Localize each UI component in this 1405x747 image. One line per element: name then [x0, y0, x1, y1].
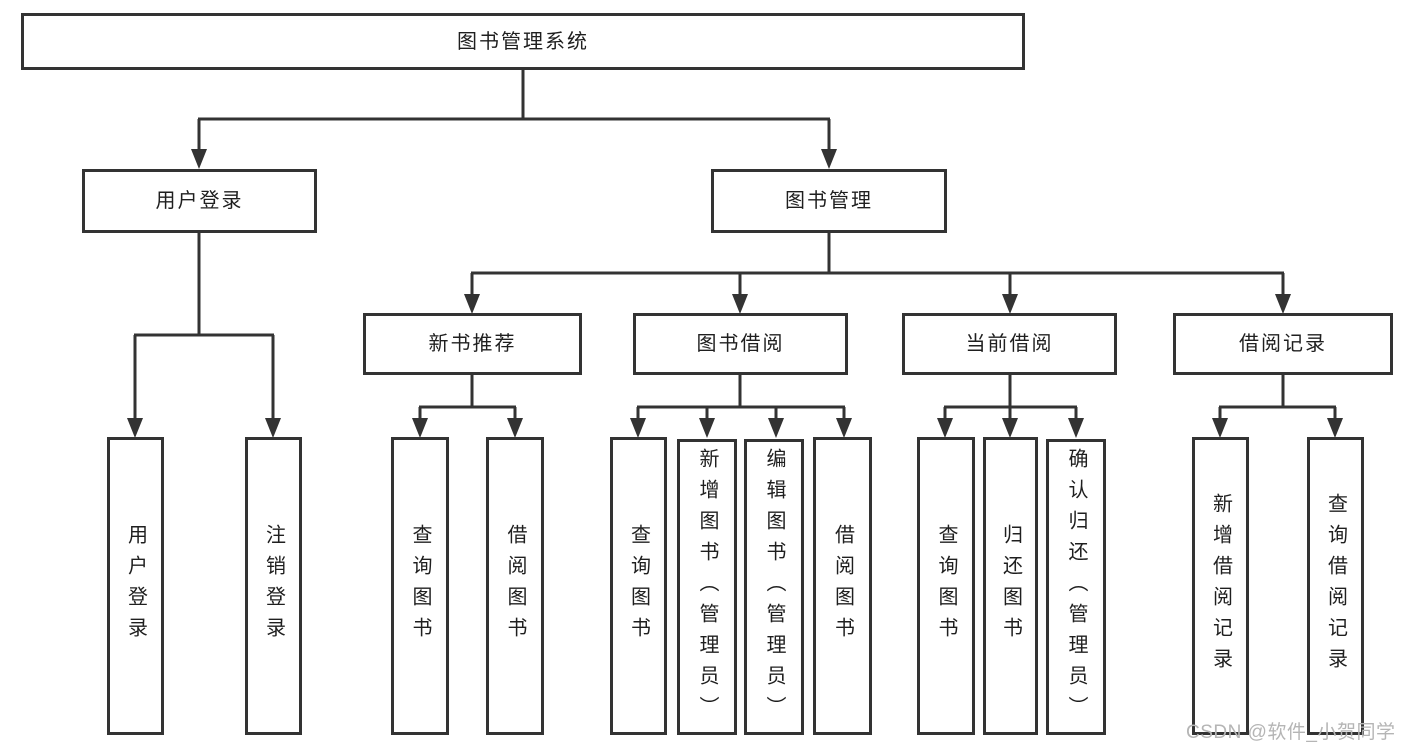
leaf-add-book-admin: 新增图书（管理员）: [677, 439, 737, 735]
leaf-logout-label: 注销登录: [262, 524, 285, 648]
node-book-borrow-label: 图书借阅: [696, 333, 785, 355]
node-root: 图书管理系统: [21, 13, 1025, 70]
node-book-borrow: 图书借阅: [633, 313, 848, 375]
node-borrow-record: 借阅记录: [1173, 313, 1393, 375]
leaf-confirm-return-admin: 确认归还（管理员）: [1046, 439, 1106, 735]
watermark: CSDN @软件_小贺同学: [1186, 722, 1396, 743]
leaf-borrow-books: 借阅图书: [813, 437, 872, 735]
node-root-label: 图书管理系统: [457, 30, 589, 53]
leaf-edit-book-admin: 编辑图书（管理员）: [744, 439, 804, 735]
leaf-borrow-books-label: 借阅图书: [831, 524, 854, 648]
leaf-query-borrow-record: 查询借阅记录: [1307, 437, 1364, 735]
leaf-user-login-label: 用户登录: [124, 524, 147, 648]
leaf-query-borrow-record-label: 查询借阅记录: [1324, 493, 1347, 679]
node-current-borrow: 当前借阅: [902, 313, 1117, 375]
leaf-add-borrow-record: 新增借阅记录: [1192, 437, 1249, 735]
leaf-query-books-borrow: 查询图书: [610, 437, 667, 735]
node-user-login: 用户登录: [82, 169, 317, 233]
leaf-query-books-recommend-label: 查询图书: [409, 524, 431, 648]
node-current-borrow-label: 当前借阅: [965, 333, 1054, 355]
leaf-query-books-current: 查询图书: [917, 437, 975, 735]
node-borrow-record-label: 借阅记录: [1239, 333, 1327, 355]
node-new-book-recommend: 新书推荐: [363, 313, 582, 375]
leaf-add-book-admin-label: 新增图书（管理员）: [696, 447, 718, 727]
node-book-management-label: 图书管理: [785, 190, 873, 212]
leaf-confirm-return-admin-label: 确认归还（管理员）: [1065, 447, 1087, 727]
leaf-add-borrow-record-label: 新增借阅记录: [1209, 493, 1232, 679]
node-user-login-label: 用户登录: [155, 190, 244, 212]
leaf-query-books-borrow-label: 查询图书: [627, 524, 650, 648]
leaf-borrow-books-recommend: 借阅图书: [486, 437, 544, 735]
leaf-logout: 注销登录: [245, 437, 302, 735]
leaf-return-book: 归还图书: [983, 437, 1038, 735]
node-book-management: 图书管理: [711, 169, 947, 233]
leaf-user-login: 用户登录: [107, 437, 164, 735]
leaf-borrow-books-recommend-label: 借阅图书: [504, 524, 526, 648]
leaf-edit-book-admin-label: 编辑图书（管理员）: [763, 447, 785, 727]
node-new-book-recommend-label: 新书推荐: [428, 333, 517, 355]
leaf-query-books-recommend: 查询图书: [391, 437, 449, 735]
leaf-return-book-label: 归还图书: [999, 524, 1022, 648]
leaf-query-books-current-label: 查询图书: [935, 524, 957, 648]
